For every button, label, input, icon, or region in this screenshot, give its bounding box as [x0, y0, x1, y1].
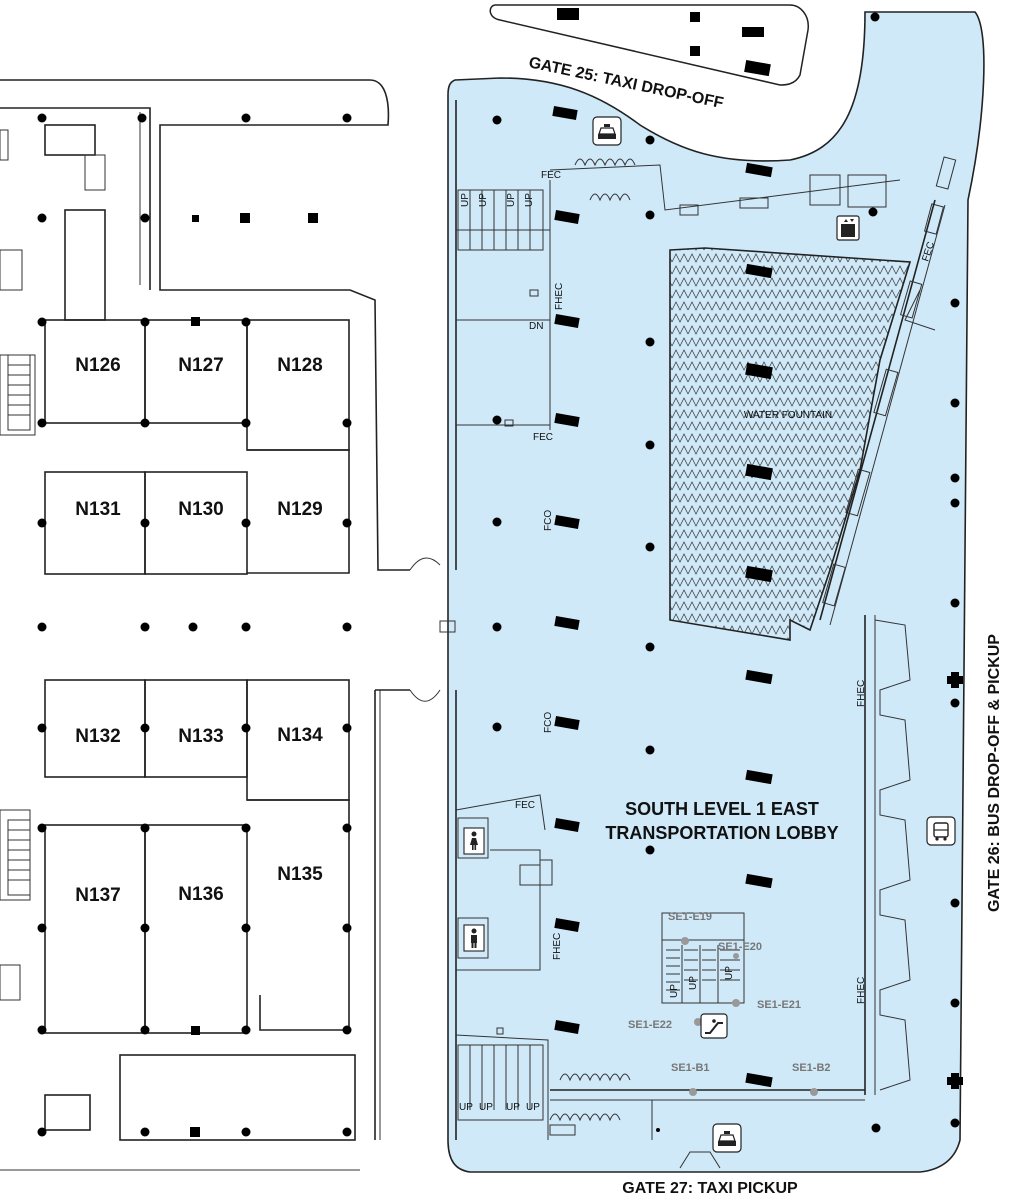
point-label-e21[interactable]: SE1-E21: [757, 999, 801, 1011]
elevator-icon[interactable]: [836, 215, 860, 241]
point-label-e22[interactable]: SE1-E22: [628, 1019, 672, 1031]
fhec-label-2: FHEC: [552, 933, 563, 960]
north-building-walls: [0, 79, 441, 1171]
room-label-n129[interactable]: N129: [277, 499, 322, 520]
fec-label-1: FEC: [541, 170, 561, 181]
fec-label-2: FEC: [533, 432, 553, 443]
room-label-n131[interactable]: N131: [75, 499, 121, 520]
room-label-n132[interactable]: N132: [75, 726, 120, 747]
up-label: UP: [526, 1102, 540, 1113]
dn-label: DN: [529, 321, 543, 332]
escalator-icon[interactable]: [700, 1013, 728, 1039]
room-label-n126[interactable]: N126: [75, 355, 120, 376]
restroom-men-icon[interactable]: [463, 924, 485, 952]
columns-left: [37, 113, 352, 1137]
stair-up-labels: UP UP UP UP UP UP UP UP UP UP UP: [459, 193, 735, 1113]
fec-label-3: FEC: [515, 800, 535, 811]
feature-labels: FEC FEC FEC FEC FHEC FHEC FHEC FHEC FCO …: [515, 170, 937, 1004]
room-labels: N126 N127 N128 N131 N130 N129 N132 N133 …: [75, 355, 323, 906]
room-label-n128[interactable]: N128: [277, 355, 322, 376]
point-label-e19[interactable]: SE1-E19: [668, 911, 712, 923]
fhec-label-1: FHEC: [554, 283, 565, 310]
survey-point-labels: SE1-E19 SE1-E20 SE1-E21 SE1-E22 SE1-B1 S…: [628, 911, 831, 1096]
up-label: UP: [524, 193, 535, 207]
restroom-women-icon[interactable]: [463, 827, 485, 855]
room-label-n130[interactable]: N130: [178, 499, 223, 520]
point-label-e20[interactable]: SE1-E20: [718, 941, 762, 953]
lobby-interior: [439, 100, 957, 1169]
room-label-n136[interactable]: N136: [178, 884, 223, 905]
lobby-columns: [492, 12, 963, 1133]
up-label: UP: [460, 193, 471, 207]
fco-label-2: FCO: [543, 712, 554, 733]
up-label: UP: [506, 1102, 520, 1113]
gate-27-label[interactable]: GATE 27: TAXI PICKUP: [622, 1180, 798, 1197]
up-label: UP: [724, 966, 735, 980]
escalator-bank: [661, 912, 745, 1026]
room-label-n127[interactable]: N127: [178, 355, 223, 376]
up-label: UP: [669, 984, 680, 998]
water-fountain: WATER FOUNTAIN: [669, 247, 912, 641]
fco-label-1: FCO: [543, 510, 554, 531]
up-label: UP: [478, 193, 489, 207]
taxi-dropoff-island: [489, 4, 809, 86]
lobby-pillars: [552, 105, 773, 1088]
gate-26-label[interactable]: GATE 26: BUS DROP-OFF & PICKUP: [986, 634, 1003, 912]
up-label: UP: [459, 1102, 473, 1113]
bus-icon[interactable]: [926, 816, 956, 846]
taxi-icon[interactable]: [592, 116, 622, 146]
lobby-title-line2: TRANSPORTATION LOBBY: [605, 823, 838, 843]
fhec-label-4: FHEC: [856, 977, 867, 1004]
point-label-b2[interactable]: SE1-B2: [792, 1062, 831, 1074]
lobby-title: SOUTH LEVEL 1 EAST TRANSPORTATION LOBBY: [605, 799, 838, 843]
point-label-b1[interactable]: SE1-B1: [671, 1062, 710, 1074]
up-label: UP: [688, 976, 699, 990]
room-label-n137[interactable]: N137: [75, 885, 120, 906]
water-fountain-label: WATER FOUNTAIN: [744, 410, 832, 421]
room-label-n134[interactable]: N134: [277, 725, 323, 746]
taxi-icon[interactable]: [712, 1123, 742, 1153]
room-label-n135[interactable]: N135: [277, 864, 323, 885]
up-label: UP: [506, 193, 517, 207]
fhec-label-3: FHEC: [856, 680, 867, 707]
up-label: UP: [479, 1102, 493, 1113]
lobby-title-line1: SOUTH LEVEL 1 EAST: [625, 799, 819, 819]
room-label-n133[interactable]: N133: [178, 726, 223, 747]
